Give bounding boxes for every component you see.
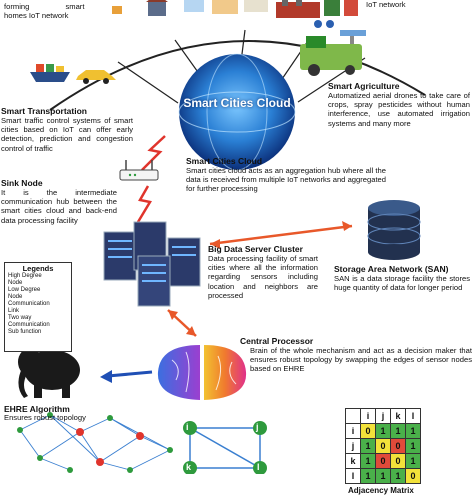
matrix-cell: 0 xyxy=(375,453,391,469)
ship-illustration xyxy=(30,64,70,82)
ehre-title: EHRE Algorithm xyxy=(4,404,70,414)
server-cluster-icon xyxy=(103,221,201,307)
legend-item-sub-function: Sub function xyxy=(8,329,42,335)
matrix-cell: 0 xyxy=(375,438,391,454)
matrix-cell: i xyxy=(360,408,376,424)
matrix-cell: i xyxy=(345,423,361,439)
matrix-cell: 1 xyxy=(375,468,391,484)
matrix-cell: 0 xyxy=(390,453,406,469)
smart-home-cluster xyxy=(112,0,168,16)
san-title: Storage Area Network (SAN) xyxy=(334,264,449,274)
matrix-cell: l xyxy=(345,468,361,484)
top-center-houses xyxy=(184,0,268,14)
matrix-caption: Adjacency Matrix xyxy=(348,486,414,495)
small-graph-nodes xyxy=(183,421,267,474)
matrix-row: j 1 0 0 1 xyxy=(345,438,421,454)
car-illustration xyxy=(76,70,116,84)
brain-icon xyxy=(157,345,247,400)
graph-nodes-high xyxy=(76,428,144,466)
matrix-cell: 1 xyxy=(405,453,421,469)
matrix-cell xyxy=(345,408,361,424)
lightning-link-icon-2 xyxy=(136,185,152,223)
smart-cities-cloud-title: Smart Cities Cloud xyxy=(186,156,263,166)
elephant-icon xyxy=(18,348,80,398)
matrix-cell: j xyxy=(345,438,361,454)
matrix-cell: 1 xyxy=(360,438,376,454)
small-graph xyxy=(189,427,261,469)
random-graph xyxy=(19,414,171,471)
big-data-desc: Data processing facility of smart cities… xyxy=(208,254,318,300)
top-left-text-2: smart xyxy=(65,2,85,11)
matrix-cell: 0 xyxy=(360,423,376,439)
matrix-row: k 1 0 0 1 xyxy=(345,453,421,469)
industry-cluster xyxy=(276,0,358,28)
smart-cities-cloud-desc: Smart cities cloud acts as an aggregatio… xyxy=(186,166,386,194)
smart-agriculture-desc: Automatized aerial drones to take care o… xyxy=(328,91,470,128)
legend-item-two-way: Two way Communication xyxy=(8,315,50,328)
cloud-globe xyxy=(179,54,295,170)
matrix-cell: 0 xyxy=(405,468,421,484)
legend-item-comm-link: Communication Link xyxy=(8,301,50,314)
sub-function-arrow xyxy=(100,370,153,383)
router-icon xyxy=(119,160,159,181)
agriculture-illustration xyxy=(300,30,366,76)
node-label-i: i xyxy=(186,422,189,432)
matrix-cell: 1 xyxy=(405,438,421,454)
node-label-j: j xyxy=(256,422,259,432)
matrix-cell: l xyxy=(405,408,421,424)
central-processor-title: Central Processor xyxy=(240,336,314,346)
legend-title: Legends xyxy=(22,264,54,273)
big-data-title: Big Data Server Cluster xyxy=(208,244,303,254)
top-left-text-3: homes IoT network xyxy=(4,11,69,21)
matrix-row: l 1 1 1 0 xyxy=(345,468,421,484)
top-left-text-1: forming xyxy=(4,2,30,11)
central-processor-desc: Brain of the whole mechanism and act as … xyxy=(250,346,472,374)
matrix-cell: 1 xyxy=(390,423,406,439)
sink-node-desc: It is the intermediate communication hub… xyxy=(1,188,117,225)
storage-cylinder-icon xyxy=(367,200,421,260)
matrix-cell: k xyxy=(390,408,406,424)
two-way-arrow-brain xyxy=(167,309,197,337)
matrix-cell: j xyxy=(375,408,391,424)
top-right-caption: IoT network xyxy=(366,0,406,9)
matrix-cell: k xyxy=(345,453,361,469)
smart-transportation-title: Smart Transportation xyxy=(1,106,87,116)
lightning-link-icon xyxy=(141,135,166,171)
adjacency-matrix: i j k l i 0 1 1 1 j 1 0 0 1 k 1 0 0 1 l … xyxy=(345,408,421,484)
matrix-cell: 1 xyxy=(390,468,406,484)
matrix-cell: 1 xyxy=(360,468,376,484)
legend-item-low-degree: Low Degree Node xyxy=(8,287,41,300)
node-label-l: l xyxy=(257,462,260,472)
san-desc: SAN is a data storage facility the store… xyxy=(334,274,470,293)
graph-nodes-low xyxy=(17,412,173,473)
matrix-header-row: i j k l xyxy=(345,408,421,424)
cloud-label: Smart Cities Cloud xyxy=(183,96,291,110)
two-way-arrow-san xyxy=(209,221,353,249)
matrix-cell: 0 xyxy=(390,438,406,454)
matrix-cell: 1 xyxy=(360,453,376,469)
matrix-cell: 1 xyxy=(405,423,421,439)
sink-node-title: Sink Node xyxy=(1,178,43,188)
matrix-cell: 1 xyxy=(375,423,391,439)
smart-transportation-desc: Smart traffic control systems of smart c… xyxy=(1,116,133,153)
legend-item-high-degree: High Degree Node xyxy=(8,273,42,286)
top-left-caption: forming smart homes IoT network xyxy=(4,2,114,20)
scene-illustration xyxy=(17,0,426,474)
smart-agriculture-title: Smart Agriculture xyxy=(328,81,400,91)
legend-box: Legends High Degree Node Low Degree Node… xyxy=(4,262,72,352)
node-label-k: k xyxy=(186,462,192,472)
ehre-desc: Ensures robust topology xyxy=(4,413,86,422)
matrix-row: i 0 1 1 1 xyxy=(345,423,421,439)
